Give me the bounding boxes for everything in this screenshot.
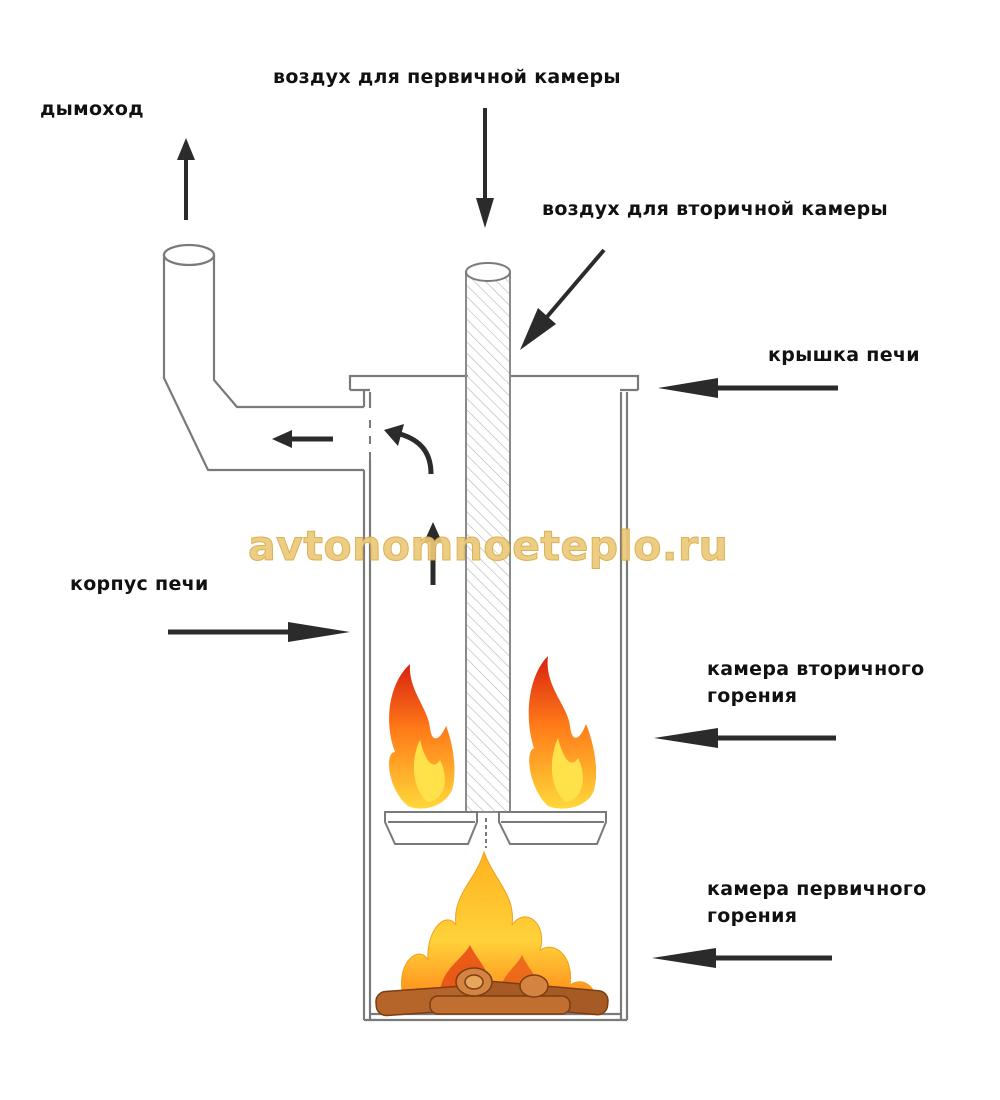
primary-air-arrow	[476, 108, 494, 228]
primary-fire	[401, 850, 596, 1001]
label-air-primary: воздух для первичной камеры	[273, 66, 621, 88]
secondary-air-arrow	[520, 248, 606, 350]
lid-arrow	[658, 378, 838, 398]
firewood-logs	[375, 967, 609, 1017]
label-primary-chamber-line1: камера первичного	[707, 878, 927, 900]
secondary-flame-left	[388, 664, 455, 809]
label-chimney: дымоход	[40, 98, 144, 120]
chimney-arrow	[177, 138, 195, 220]
label-air-secondary: воздух для вторичной камеры	[542, 198, 888, 220]
chimney-pipe	[162, 243, 364, 472]
flow-left-arrow	[272, 430, 333, 448]
central-air-pipe	[465, 262, 511, 813]
flow-arrows	[272, 424, 442, 585]
label-lid: крышка печи	[768, 344, 920, 366]
label-secondary-chamber-line1: камера вторичного	[707, 658, 925, 680]
secondary-chamber-arrow	[654, 728, 836, 748]
watermark: avtonomnoeteplo.ru	[247, 522, 729, 571]
label-secondary-chamber-line2: горения	[707, 685, 798, 707]
pointer-arrows	[168, 108, 838, 968]
stove-lid	[348, 374, 640, 392]
flow-curve-arrow	[384, 424, 434, 475]
flow-up-arrow	[424, 522, 442, 585]
label-body: корпус печи	[70, 573, 209, 595]
body-arrow	[168, 622, 350, 642]
label-primary-chamber: камера первичного горения	[707, 876, 926, 930]
distribution-plate	[384, 811, 607, 848]
primary-chamber-arrow	[652, 948, 832, 968]
secondary-flame-right	[528, 656, 597, 809]
label-secondary-chamber: камера вторичного горения	[707, 656, 924, 710]
label-primary-chamber-line2: горения	[707, 905, 798, 927]
